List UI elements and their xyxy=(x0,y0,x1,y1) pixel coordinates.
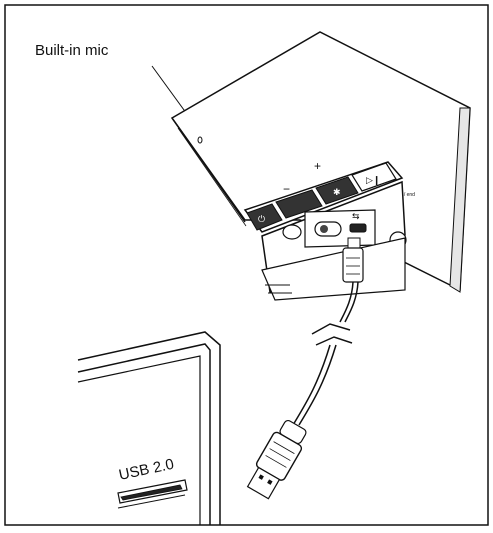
cable-break-top xyxy=(311,323,351,335)
play-pause-button[interactable]: ▷❙ xyxy=(351,162,397,192)
speaker-device: ⏻ ✱ ▷❙ − + play / answer / end ⇆ xyxy=(170,31,471,301)
usb-port-symbol: ⇆ xyxy=(352,212,360,222)
micro-usb-port[interactable] xyxy=(349,223,367,233)
cable-lower xyxy=(292,344,331,426)
usb-a-connector xyxy=(246,419,307,500)
bluetooth-button[interactable]: ✱ xyxy=(315,176,359,205)
cable-break-bottom xyxy=(315,336,353,346)
bluetooth-symbol: ✱ xyxy=(333,188,341,198)
left-foot xyxy=(282,224,302,240)
micro-usb-connector xyxy=(342,237,364,283)
computer-body xyxy=(77,331,221,525)
speaker-side-face xyxy=(449,107,471,293)
illustration-frame xyxy=(4,4,489,526)
callout-label: Built-in mic xyxy=(35,42,109,59)
play-pause-symbol: ▷❙ xyxy=(366,176,380,186)
plus-label: + xyxy=(314,159,321,173)
computer-usb-port xyxy=(117,479,188,509)
switch-knob xyxy=(320,225,328,233)
power-symbol: ⏻ xyxy=(258,214,265,225)
cable-upper xyxy=(339,281,354,323)
volume-down-button[interactable] xyxy=(275,189,323,219)
mic-hole xyxy=(197,136,203,144)
power-button[interactable]: ⏻ xyxy=(246,203,283,231)
minus-label: − xyxy=(283,182,290,196)
usb-port-label: USB 2.0 xyxy=(117,456,175,484)
